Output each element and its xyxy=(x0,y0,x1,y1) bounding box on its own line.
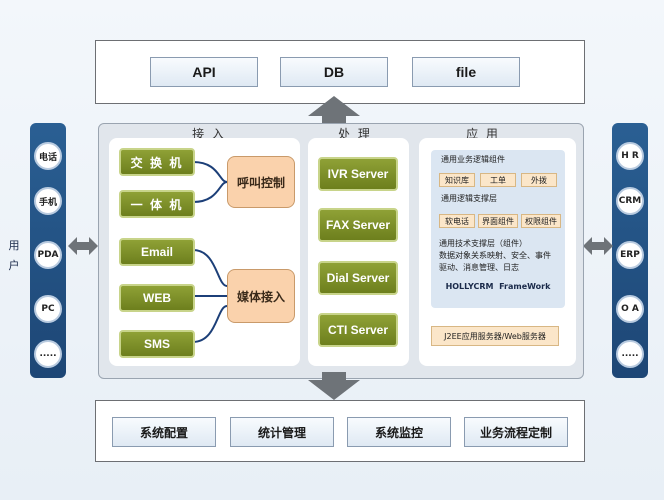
access-title: 接 入 xyxy=(192,127,226,141)
top-panel: API DB file xyxy=(95,40,585,104)
web-box: WEB xyxy=(119,284,195,312)
sms-box: SMS xyxy=(119,330,195,358)
left-item-pc: PC xyxy=(34,295,62,323)
chip-knowledge-base: 知识库 xyxy=(439,173,475,187)
user-label: 用 户 xyxy=(7,236,21,276)
chip-softphone: 软电话 xyxy=(439,214,475,228)
email-box: Email xyxy=(119,238,195,266)
api-box: API xyxy=(150,57,258,87)
up-arrow-icon xyxy=(308,96,360,124)
switch-box: 交 换 机 xyxy=(119,148,195,176)
processing-column: IVR Server FAX Server Dial Server CTI Se… xyxy=(308,138,409,366)
right-item-oa: O A xyxy=(616,295,644,323)
tech-support-line-2: 数据对象关系映射、安全、事件 xyxy=(439,251,551,260)
fax-server-box: FAX Server xyxy=(318,208,398,242)
left-item-mobile: 手机 xyxy=(34,187,62,215)
media-access-box: 媒体接入 xyxy=(227,269,295,323)
chip-permission-component: 权限组件 xyxy=(521,214,561,228)
down-arrow-icon xyxy=(308,372,360,400)
right-double-arrow-icon xyxy=(583,237,613,255)
dial-server-box: Dial Server xyxy=(318,261,398,295)
processing-title: 处 理 xyxy=(338,127,372,141)
framework-label: HOLLYCRM FrameWork xyxy=(445,282,551,291)
db-box: DB xyxy=(280,57,388,87)
framework-panel: 通用业务逻辑组件 知识库 工单 外拨 通用逻辑支撑层 软电话 界面组件 权限组件… xyxy=(431,150,565,308)
access-connectors xyxy=(192,161,228,343)
file-box: file xyxy=(412,57,520,87)
logic-support-label: 通用逻辑支撑层 xyxy=(441,194,497,203)
tech-support-line-1: 通用技术支撑层（组件） xyxy=(439,239,527,248)
workflow-custom-box: 业务流程定制 xyxy=(464,417,568,447)
left-double-arrow-icon xyxy=(68,237,98,255)
right-item-erp: ERP xyxy=(616,241,644,269)
right-item-more: ..... xyxy=(616,340,644,368)
user-label-char-1: 用 xyxy=(8,239,20,252)
system-config-box: 系统配置 xyxy=(112,417,216,447)
main-frame: 接 入 处 理 应 用 交 换 机 一 体 机 呼叫控制 Email WEB S… xyxy=(98,123,584,379)
application-title: 应 用 xyxy=(466,127,500,141)
statistics-management-box: 统计管理 xyxy=(230,417,334,447)
ivr-server-box: IVR Server xyxy=(318,157,398,191)
user-label-char-2: 户 xyxy=(8,259,20,272)
all-in-one-box: 一 体 机 xyxy=(119,190,195,218)
left-item-pda: PDA xyxy=(34,241,62,269)
system-monitor-box: 系统监控 xyxy=(347,417,451,447)
call-control-box: 呼叫控制 xyxy=(227,156,295,208)
chip-work-order: 工单 xyxy=(480,173,516,187)
chip-ui-component: 界面组件 xyxy=(478,214,518,228)
cti-server-box: CTI Server xyxy=(318,313,398,347)
chip-outbound: 外拨 xyxy=(521,173,557,187)
access-column: 交 换 机 一 体 机 呼叫控制 Email WEB SMS 媒体接入 xyxy=(109,138,300,366)
right-item-crm: CRM xyxy=(616,187,644,215)
business-logic-label: 通用业务逻辑组件 xyxy=(441,155,505,164)
right-system-bar: H R CRM ERP O A ..... xyxy=(612,123,648,378)
application-column: 通用业务逻辑组件 知识库 工单 外拨 通用逻辑支撑层 软电话 界面组件 权限组件… xyxy=(419,138,576,366)
left-user-bar: 电话 手机 PDA PC ..... xyxy=(30,123,66,378)
right-item-hr: H R xyxy=(616,142,644,170)
tech-support-line-3: 驱动、消息管理、日志 xyxy=(439,263,519,272)
j2ee-server-box: J2EE应用服务器/Web服务器 xyxy=(431,326,559,346)
left-item-phone: 电话 xyxy=(34,142,62,170)
left-item-more: ..... xyxy=(34,340,62,368)
bottom-panel: 系统配置 统计管理 系统监控 业务流程定制 xyxy=(95,400,585,462)
